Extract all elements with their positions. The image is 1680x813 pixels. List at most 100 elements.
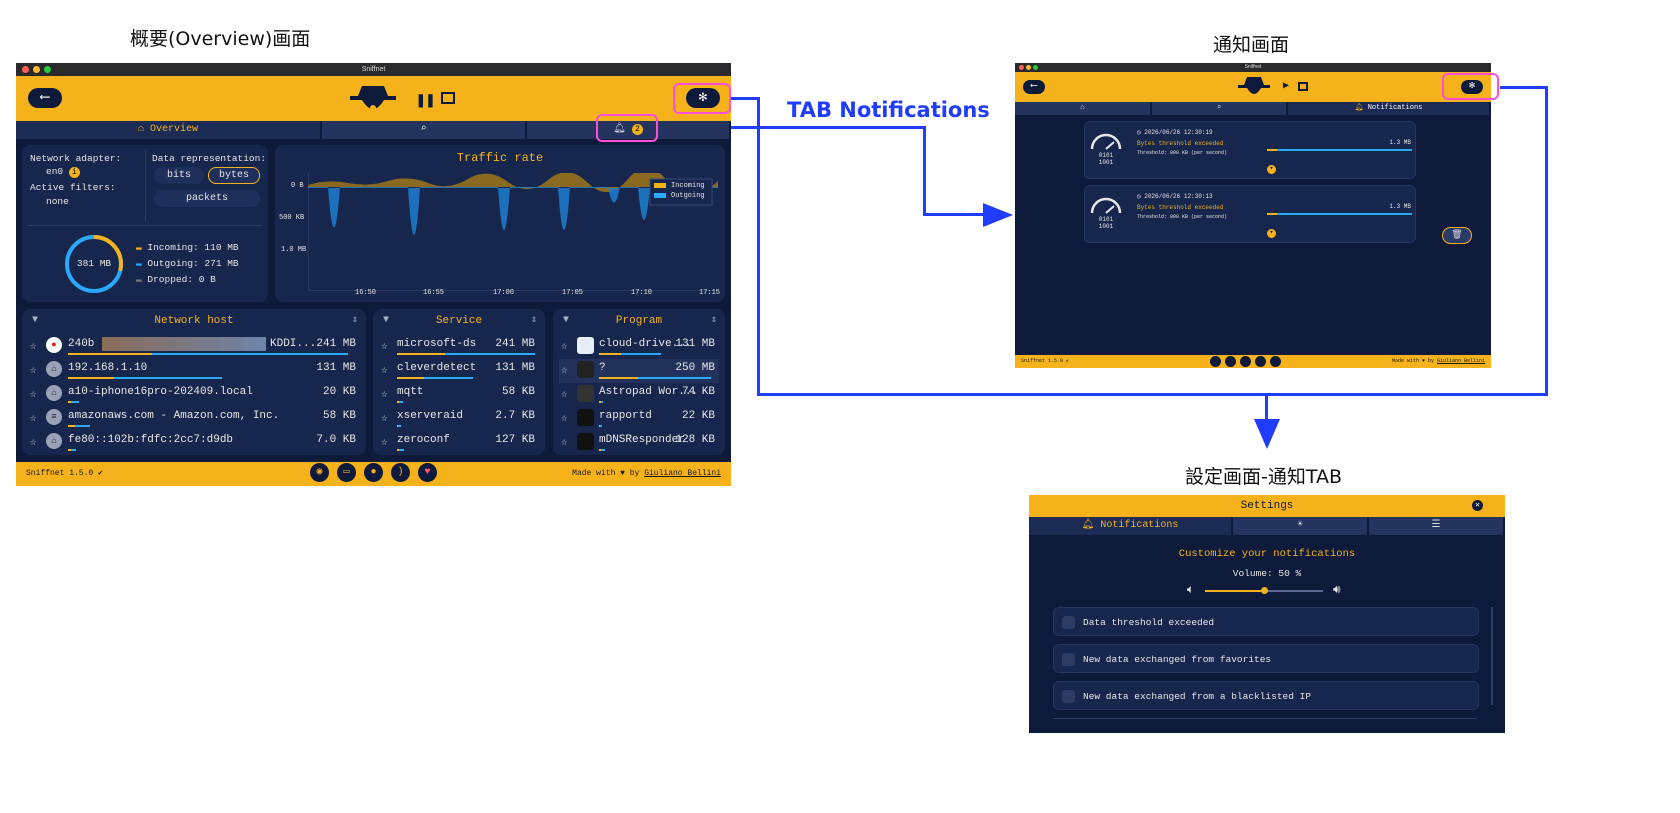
app-icon <box>577 337 594 354</box>
wiki-icon[interactable]: ▭ <box>337 463 356 483</box>
traffic-bar <box>599 353 621 355</box>
star-icon[interactable]: ☆ <box>561 413 568 425</box>
table-row[interactable]: ☆Astropad Wor...74 KB <box>559 383 719 407</box>
website-icon[interactable]: ◉ <box>310 463 329 483</box>
tab-appearance[interactable]: ☀ <box>1233 517 1369 535</box>
thumbnail-icon[interactable] <box>441 92 455 104</box>
tab-notifications-arrow-label: TAB Notifications <box>787 98 990 122</box>
sponsor-icon[interactable] <box>1270 356 1281 367</box>
expand-icon[interactable]: ▾ <box>1267 229 1276 238</box>
footer-icons: ◉ ▭ ●) ♥ <box>306 462 441 486</box>
settings-button[interactable]: ✻ <box>1461 80 1483 94</box>
delete-all-button[interactable]: 🗑︎ <box>1442 227 1472 244</box>
checkbox[interactable] <box>1062 652 1075 666</box>
program-size: 22 KB <box>681 410 715 422</box>
star-icon[interactable]: ☆ <box>561 341 568 353</box>
sort-icon[interactable]: ⇕ <box>351 315 358 326</box>
overview-window: Sniffnet ⟵ ❚❚ ✻ ⌂ Overview ⌕ 🔔︎ 2 Networ… <box>16 63 731 486</box>
close-icon[interactable]: ✕ <box>1472 500 1483 511</box>
notification-badge: 2 <box>631 124 643 135</box>
volume-up-icon[interactable]: 🔊︎ <box>1333 583 1341 597</box>
tab-notifications-settings[interactable]: 🔔︎ Notifications <box>1029 517 1233 535</box>
back-button[interactable]: ⟵ <box>28 88 62 108</box>
tab-general[interactable]: ☰ <box>1369 517 1505 535</box>
sort-icon[interactable]: ⇕ <box>710 315 717 326</box>
star-icon[interactable]: ☆ <box>30 341 37 353</box>
github-icon[interactable]: ● <box>364 463 383 483</box>
website-icon[interactable] <box>1210 356 1221 367</box>
pause-icon[interactable]: ❚❚ <box>416 92 436 110</box>
back-button[interactable]: ⟵ <box>1023 80 1045 94</box>
star-icon[interactable]: ☆ <box>561 389 568 401</box>
traffic-rate-panel: Traffic rate 0 B 500 KB 1.0 MB Incoming … <box>275 145 725 302</box>
star-icon[interactable]: ☆ <box>381 341 388 353</box>
search-icon: ⌕ <box>1216 104 1222 112</box>
volume-slider-knob[interactable] <box>1261 587 1268 594</box>
tab-notifications[interactable]: 🔔︎ 2 <box>527 121 731 139</box>
tab-notifications[interactable]: 🔔︎ Notifications <box>1288 102 1491 115</box>
sort-icon[interactable]: ⇕ <box>530 315 537 326</box>
packets-toggle[interactable]: packets <box>154 190 260 207</box>
author-link[interactable]: Giuliano Bellini <box>1436 358 1485 364</box>
star-icon[interactable]: ☆ <box>561 437 568 449</box>
traffic-bar <box>68 377 115 379</box>
app-footer: Sniffnet 1.5.0 ✔ ◉▭●)♥ Made with ♥ by Gi… <box>16 462 731 486</box>
star-icon[interactable]: ☆ <box>561 365 568 377</box>
notification-option[interactable]: New data exchanged from favorites <box>1053 644 1479 673</box>
table-row[interactable]: ☆?250 MB <box>559 359 719 383</box>
bytes-toggle[interactable]: bytes <box>208 167 260 184</box>
wiki-icon[interactable] <box>1225 356 1236 367</box>
checkbox[interactable] <box>1062 615 1075 629</box>
checkbox[interactable] <box>1062 689 1075 703</box>
author-link[interactable]: Giuliano Bellini <box>644 469 721 478</box>
filter-icon[interactable]: ▼ <box>383 315 390 326</box>
tab-inspect[interactable]: ⌕ <box>1152 102 1288 115</box>
star-icon[interactable]: ☆ <box>30 389 37 401</box>
star-icon[interactable]: ☆ <box>381 389 388 401</box>
notif-tabs: ⌂ ⌕ 🔔︎ Notifications <box>1015 102 1491 115</box>
settings-title: Settings <box>1240 500 1294 512</box>
filter-icon[interactable]: ▼ <box>563 315 570 326</box>
x-tick: 17:15 <box>699 289 721 297</box>
star-icon[interactable]: ☆ <box>381 413 388 425</box>
tab-overview[interactable]: ⌂ Overview <box>16 121 322 139</box>
star-icon[interactable]: ☆ <box>381 365 388 377</box>
notification-option[interactable]: Data threshold exceeded <box>1053 607 1479 636</box>
table-row[interactable]: ☆≡amazonaws.com - Amazon.com, Inc.58 KB <box>28 407 360 431</box>
sun-icon: ☀ <box>1296 520 1304 531</box>
settings-button[interactable]: ✻ <box>686 88 720 108</box>
table-row[interactable]: ☆cloud-drive...131 MB <box>559 335 719 359</box>
rss-icon[interactable] <box>1255 356 1266 367</box>
star-icon[interactable]: ☆ <box>30 437 37 449</box>
thumbnail-icon[interactable] <box>1298 82 1308 91</box>
star-icon[interactable]: ☆ <box>30 413 37 425</box>
bits-toggle[interactable]: bits <box>154 167 204 184</box>
traffic-bar <box>68 401 72 403</box>
star-icon[interactable]: ☆ <box>30 365 37 377</box>
sponsor-icon[interactable]: ♥ <box>418 463 437 483</box>
star-icon[interactable]: ☆ <box>381 437 388 449</box>
expand-icon[interactable]: ▾ <box>1267 165 1276 174</box>
github-icon[interactable] <box>1240 356 1251 367</box>
tab-overview[interactable]: ⌂ <box>1015 102 1152 115</box>
footer-icons <box>1208 356 1283 368</box>
rss-icon[interactable]: ) <box>391 463 410 483</box>
scrollbar[interactable] <box>1491 607 1493 705</box>
tab-inspect[interactable]: ⌕ <box>322 121 527 139</box>
notification-option[interactable]: New data exchanged from a blacklisted IP <box>1053 681 1479 710</box>
filter-icon[interactable]: ▼ <box>32 315 39 326</box>
volume-down-icon[interactable]: 🔈︎ <box>1187 583 1195 597</box>
play-icon[interactable]: ▶ <box>1283 81 1290 92</box>
data-representation-label: Data representation: <box>152 153 267 164</box>
